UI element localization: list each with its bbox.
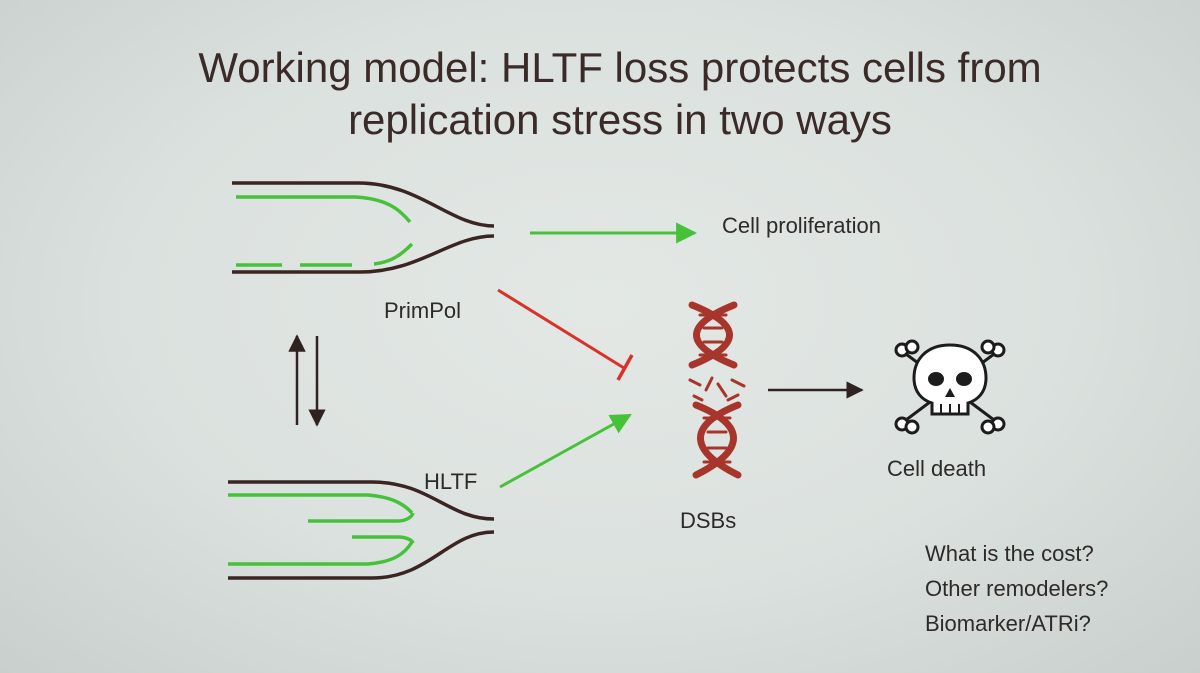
question-cost: What is the cost? bbox=[925, 541, 1094, 566]
question-biomarker: Biomarker/ATRi? bbox=[925, 611, 1091, 636]
skull-crossbones-icon bbox=[894, 339, 1006, 435]
cell-proliferation-label: Cell proliferation bbox=[722, 213, 881, 238]
parental-strand-bottom-upper bbox=[228, 480, 495, 521]
nascent-strand-top bbox=[236, 195, 412, 224]
question-remodelers: Other remodelers? bbox=[925, 576, 1109, 601]
cell-death-label: Cell death bbox=[887, 456, 987, 481]
nascent-strand-bottom-upper bbox=[228, 493, 414, 515]
inhibition-arrow bbox=[497, 288, 634, 381]
nascent-strand-gapped-3 bbox=[373, 242, 414, 266]
equilibrium-arrows bbox=[288, 334, 326, 427]
hltf-label: HLTF bbox=[424, 469, 478, 494]
dsbs-label: DSBs bbox=[680, 508, 737, 533]
slide-title: Working model: HLTF loss protects cells … bbox=[0, 42, 1200, 146]
parental-strand-top bbox=[232, 181, 495, 228]
regressed-arm-upper bbox=[308, 512, 415, 523]
title-line-2: replication stress in two ways bbox=[348, 96, 892, 143]
dna-double-helix-icon bbox=[688, 301, 746, 479]
nascent-strand-bottom-lower bbox=[228, 541, 414, 566]
primpol-label: PrimPol bbox=[384, 298, 462, 323]
open-questions: What is the cost? Other remodelers? Biom… bbox=[925, 536, 1108, 641]
title-line-1: Working model: HLTF loss protects cells … bbox=[198, 44, 1042, 91]
primpol-fork bbox=[232, 181, 495, 274]
regressed-arm-lower bbox=[352, 535, 415, 544]
arrow-hltf-to-dsbs bbox=[499, 413, 632, 489]
parental-strand-top-inner bbox=[232, 234, 495, 274]
hltf-reversed-fork bbox=[228, 480, 495, 580]
parental-strand-bottom-lower bbox=[228, 530, 495, 580]
